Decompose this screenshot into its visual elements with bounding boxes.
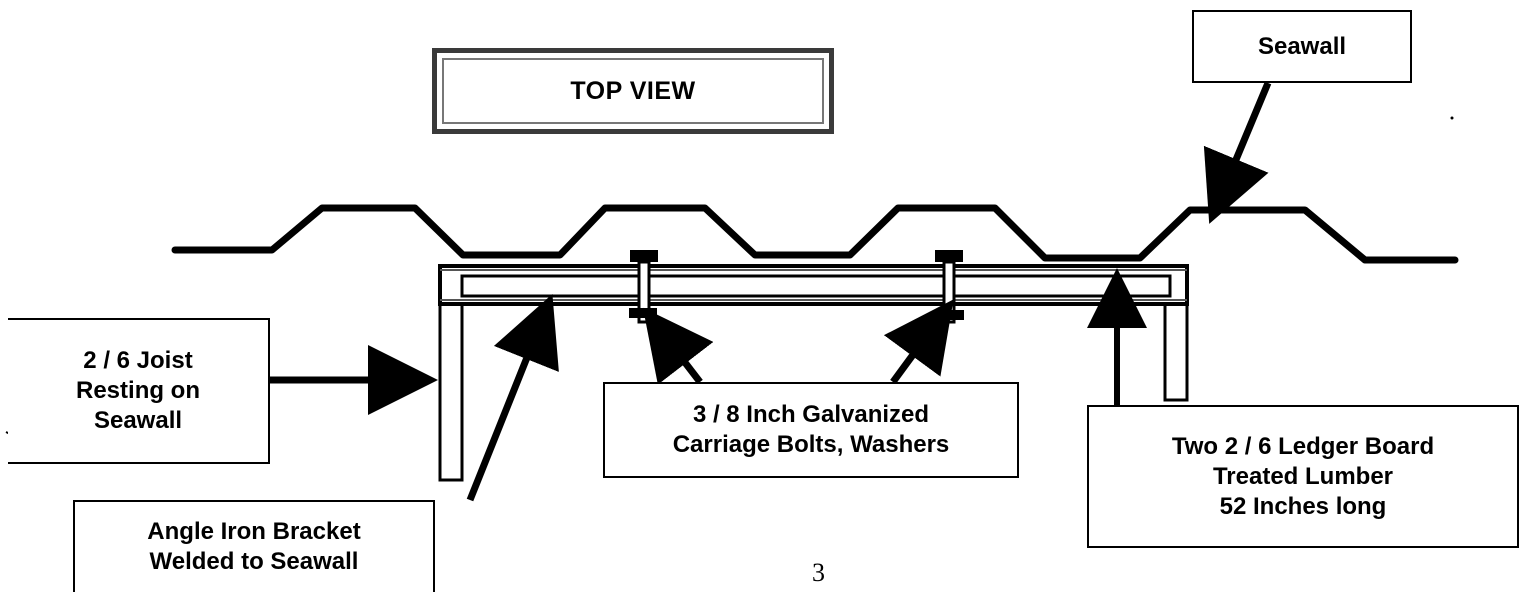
scan-dot bbox=[1450, 116, 1454, 120]
bracket-arrow bbox=[466, 294, 559, 502]
bolts-label-line-1: 3 / 8 Inch Galvanized bbox=[692, 401, 930, 428]
bracket-label-line-2: Welded to Seawall bbox=[149, 548, 359, 575]
seawall-label-line: Seawall bbox=[1257, 32, 1347, 60]
bracket-label-line-1: Angle Iron Bracket bbox=[147, 518, 361, 545]
bolt-arrow-1 bbox=[642, 307, 714, 385]
bolts-label-line-2: Carriage Bolts, Washers bbox=[672, 431, 950, 458]
bolt-arrow-2 bbox=[883, 299, 954, 385]
ledger-label-line-1: Two 2 / 6 Ledger Board bbox=[1171, 432, 1435, 460]
page-number: 3 bbox=[812, 558, 825, 587]
ledger-board-inner bbox=[460, 274, 1172, 298]
top-view-title: TOP VIEW bbox=[570, 76, 696, 105]
seawall-profile bbox=[171, 204, 1459, 264]
joist-label-line-1: 2 / 6 Joist bbox=[83, 347, 193, 374]
joist-label-line-2: Resting on bbox=[76, 377, 200, 404]
joist-label-box: 2 / 6 Joist Resting on Seawall bbox=[8, 318, 270, 464]
joist-label-line-3: Seawall bbox=[93, 407, 183, 434]
bracket-label-box: Angle Iron Bracket Welded to Seawall bbox=[73, 500, 435, 592]
seawall-arrow bbox=[1203, 81, 1272, 224]
bolts-label-box: 3 / 8 Inch Galvanized Carriage Bolts, Wa… bbox=[603, 382, 1019, 478]
title-inner-frame bbox=[442, 58, 824, 124]
ledger-label-box: Two 2 / 6 Ledger Board Treated Lumber 52… bbox=[1087, 405, 1519, 548]
ledger-label-line-3: 52 Inches long bbox=[1219, 492, 1387, 520]
top-view-title-box: TOP VIEW bbox=[432, 48, 834, 134]
seawall-label-box: Seawall bbox=[1192, 10, 1412, 83]
ledger-label-line-2: Treated Lumber bbox=[1212, 462, 1394, 490]
